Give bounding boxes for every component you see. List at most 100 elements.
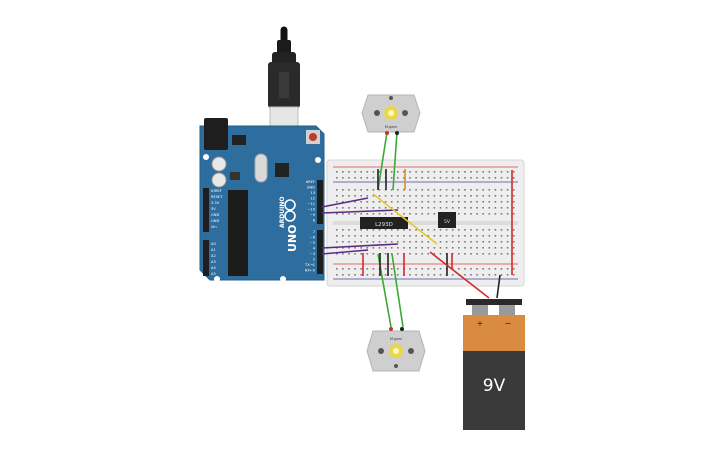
breadboard-hole[interactable] — [512, 213, 515, 215]
breadboard-hole[interactable] — [500, 268, 503, 270]
breadboard-hole[interactable] — [366, 213, 369, 215]
breadboard-hole[interactable] — [488, 268, 491, 270]
breadboard-hole[interactable] — [378, 235, 381, 237]
breadboard-hole[interactable] — [354, 247, 356, 249]
breadboard-hole[interactable] — [366, 171, 369, 173]
breadboard-hole[interactable] — [433, 253, 436, 255]
breadboard-hole[interactable] — [470, 189, 472, 191]
breadboard-hole[interactable] — [397, 274, 399, 276]
breadboard-hole[interactable] — [397, 171, 399, 173]
breadboard-hole[interactable] — [397, 177, 399, 179]
breadboard-hole[interactable] — [494, 274, 497, 276]
breadboard-hole[interactable] — [494, 207, 497, 209]
breadboard-hole[interactable] — [378, 201, 381, 203]
breadboard-hole[interactable] — [470, 247, 472, 249]
breadboard-hole[interactable] — [433, 171, 436, 173]
breadboard-hole[interactable] — [384, 253, 387, 255]
breadboard-hole[interactable] — [439, 235, 442, 237]
breadboard-hole[interactable] — [421, 171, 423, 173]
l293d-motor-driver-chip[interactable]: L293D — [360, 217, 408, 229]
breadboard-hole[interactable] — [500, 171, 503, 173]
breadboard-hole[interactable] — [397, 201, 399, 203]
breadboard-hole[interactable] — [397, 235, 399, 237]
breadboard-hole[interactable] — [421, 268, 423, 270]
breadboard-hole[interactable] — [403, 241, 405, 243]
breadboard-hole[interactable] — [451, 177, 454, 179]
breadboard-hole[interactable] — [476, 274, 478, 276]
breadboard-hole[interactable] — [512, 235, 515, 237]
breadboard-hole[interactable] — [348, 229, 350, 231]
breadboard-hole[interactable] — [421, 201, 423, 203]
breadboard-hole[interactable] — [506, 207, 509, 209]
breadboard-hole[interactable] — [451, 207, 454, 209]
breadboard-hole[interactable] — [390, 274, 393, 276]
breadboard-hole[interactable] — [488, 253, 491, 255]
breadboard-hole[interactable] — [500, 253, 503, 255]
breadboard-hole[interactable] — [390, 229, 393, 231]
breadboard-hole[interactable] — [336, 253, 338, 255]
breadboard-hole[interactable] — [403, 201, 405, 203]
breadboard-hole[interactable] — [500, 189, 503, 191]
breadboard-hole[interactable] — [494, 171, 497, 173]
breadboard-hole[interactable] — [415, 171, 417, 173]
breadboard-hole[interactable] — [482, 189, 484, 191]
breadboard-hole[interactable] — [512, 253, 515, 255]
breadboard-hole[interactable] — [464, 171, 466, 173]
breadboard-hole[interactable] — [421, 253, 423, 255]
breadboard-hole[interactable] — [421, 274, 423, 276]
breadboard-hole[interactable] — [445, 171, 448, 173]
breadboard-hole[interactable] — [409, 229, 411, 231]
breadboard-hole[interactable] — [445, 229, 448, 231]
breadboard-hole[interactable] — [409, 274, 411, 276]
breadboard-hole[interactable] — [415, 207, 417, 209]
breadboard-hole[interactable] — [360, 229, 362, 231]
breadboard-hole[interactable] — [470, 235, 472, 237]
breadboard-hole[interactable] — [372, 274, 375, 276]
breadboard-hole[interactable] — [409, 235, 411, 237]
breadboard-hole[interactable] — [390, 247, 393, 249]
breadboard-hole[interactable] — [360, 177, 362, 179]
breadboard-hole[interactable] — [488, 274, 491, 276]
breadboard-hole[interactable] — [445, 207, 448, 209]
breadboard-hole[interactable] — [409, 177, 411, 179]
breadboard-hole[interactable] — [336, 201, 338, 203]
breadboard-hole[interactable] — [366, 189, 369, 191]
breadboard-hole[interactable] — [482, 177, 484, 179]
breadboard-hole[interactable] — [336, 268, 338, 270]
breadboard-hole[interactable] — [342, 195, 344, 197]
breadboard-hole[interactable] — [439, 241, 442, 243]
battery-9v[interactable]: + − 9V — [463, 299, 525, 430]
breadboard-hole[interactable] — [354, 229, 356, 231]
breadboard-hole[interactable] — [470, 274, 472, 276]
breadboard-hole[interactable] — [488, 247, 491, 249]
breadboard-hole[interactable] — [451, 201, 454, 203]
breadboard-hole[interactable] — [458, 177, 460, 179]
breadboard-hole[interactable] — [397, 189, 399, 191]
breadboard-hole[interactable] — [451, 195, 454, 197]
breadboard-hole[interactable] — [403, 213, 405, 215]
breadboard-hole[interactable] — [427, 229, 430, 231]
breadboard-hole[interactable] — [348, 195, 350, 197]
breadboard-hole[interactable] — [360, 189, 362, 191]
breadboard-hole[interactable] — [366, 247, 369, 249]
breadboard-hole[interactable] — [354, 253, 356, 255]
breadboard-hole[interactable] — [451, 274, 454, 276]
breadboard-hole[interactable] — [360, 171, 362, 173]
breadboard-hole[interactable] — [336, 177, 338, 179]
breadboard-hole[interactable] — [390, 213, 393, 215]
breadboard-hole[interactable] — [476, 253, 478, 255]
breadboard-hole[interactable] — [390, 201, 393, 203]
breadboard-hole[interactable] — [439, 274, 442, 276]
breadboard-hole[interactable] — [378, 195, 381, 197]
breadboard-hole[interactable] — [342, 235, 344, 237]
breadboard-hole[interactable] — [500, 177, 503, 179]
breadboard-hole[interactable] — [512, 171, 515, 173]
breadboard-hole[interactable] — [336, 189, 338, 191]
breadboard-hole[interactable] — [488, 171, 491, 173]
breadboard-hole[interactable] — [476, 207, 478, 209]
breadboard-hole[interactable] — [415, 241, 417, 243]
breadboard-hole[interactable] — [433, 235, 436, 237]
breadboard-hole[interactable] — [372, 247, 375, 249]
breadboard-hole[interactable] — [458, 268, 460, 270]
breadboard-hole[interactable] — [421, 195, 423, 197]
